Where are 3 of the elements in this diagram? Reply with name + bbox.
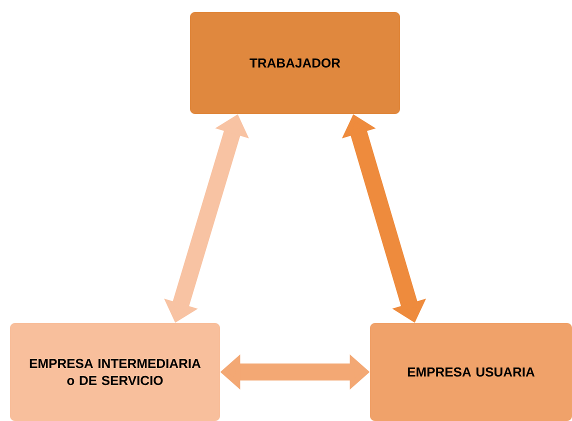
process-box: EMPRESA USUARIA	[370, 323, 572, 421]
process-box: EMPRESA INTERMEDIARIA o DE SERVICIO	[10, 323, 220, 421]
process-box: TRABAJADOR	[190, 12, 400, 114]
